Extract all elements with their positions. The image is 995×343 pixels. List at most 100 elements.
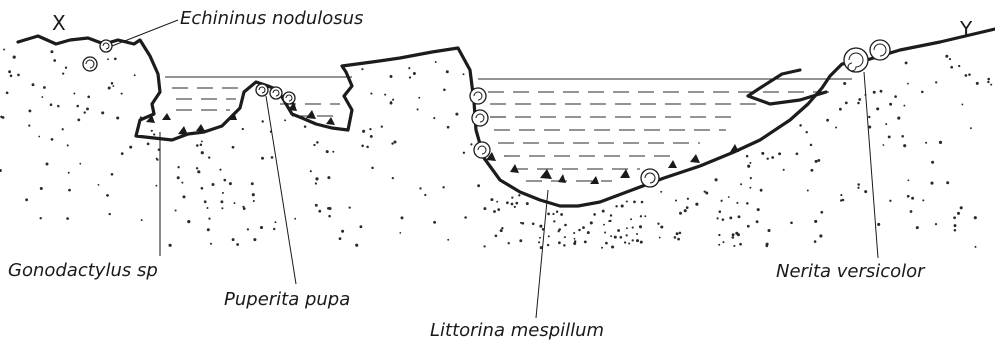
sand-grain: [835, 127, 837, 129]
sand-grain: [814, 240, 817, 243]
sand-grain: [315, 182, 317, 184]
sand-grain: [578, 229, 581, 232]
sand-grain: [514, 206, 516, 208]
sand-grain: [954, 229, 957, 232]
sand-grain: [814, 220, 817, 223]
sand-grain: [121, 152, 124, 155]
sand-grain: [747, 165, 750, 168]
sand-grain: [660, 191, 662, 193]
sand-grain: [526, 202, 529, 205]
sand-grain: [615, 205, 617, 207]
sand-grain: [820, 211, 823, 214]
barnacle: [558, 174, 566, 183]
leader-puperita: [266, 96, 296, 284]
sand-grain: [953, 216, 956, 219]
sand-grain: [880, 90, 883, 93]
sand-grain: [657, 223, 659, 225]
sand-grain: [746, 202, 749, 205]
sand-grain: [196, 144, 199, 147]
sand-grain: [976, 82, 979, 85]
sand-grain: [722, 241, 724, 243]
sand-grain: [153, 133, 155, 135]
sand-grain: [746, 155, 749, 158]
sand-grain: [355, 244, 358, 247]
sand-grain: [394, 141, 397, 144]
sand-grain: [362, 130, 365, 133]
sand-grain: [718, 234, 720, 236]
sand-grain: [602, 210, 605, 213]
sand-grain: [433, 117, 435, 119]
sand-grain: [57, 105, 60, 108]
sand-grain: [121, 93, 123, 95]
sand-grain: [284, 119, 286, 121]
sand-grain: [0, 169, 2, 172]
sand-grain: [208, 156, 210, 158]
sand-grain: [66, 217, 69, 220]
snail-shell: [100, 40, 112, 52]
sand-grain: [619, 236, 622, 239]
sand-grain: [25, 198, 28, 201]
sand-grain: [328, 215, 331, 218]
sand-grain: [13, 56, 16, 59]
sand-grain: [761, 152, 764, 155]
sand-grain: [116, 116, 119, 119]
sand-grain: [757, 208, 760, 211]
sand-grain: [974, 216, 977, 219]
sand-grain: [79, 163, 81, 165]
sand-grain: [370, 135, 373, 138]
sand-grain: [674, 236, 677, 239]
sand-grain: [911, 197, 914, 200]
sand-grain: [187, 220, 190, 223]
sand-grain: [28, 125, 30, 127]
sand-grain: [169, 244, 172, 247]
sand-grain: [261, 157, 264, 160]
sand-grain: [968, 73, 971, 76]
sand-grain: [630, 218, 632, 220]
sand-grain: [749, 162, 751, 164]
sand-grain: [564, 224, 567, 227]
sand-grain: [332, 151, 334, 153]
sand-grain: [221, 207, 223, 209]
sand-grain: [636, 239, 639, 242]
sand-grain: [399, 232, 401, 234]
sand-grain: [675, 199, 677, 201]
sand-grain: [957, 212, 960, 215]
leader-lines: [112, 20, 878, 318]
sand-grain: [819, 234, 822, 237]
sand-grain: [483, 245, 485, 247]
sand-grain: [234, 202, 236, 204]
sand-grain: [717, 217, 719, 219]
sand-grain: [925, 142, 927, 144]
sand-grain: [112, 85, 114, 87]
sand-grain: [939, 141, 942, 144]
sand-grain: [464, 216, 467, 219]
sand-grain: [728, 196, 730, 198]
sand-grain: [390, 102, 393, 105]
sand-grain: [584, 240, 587, 243]
sand-grain: [722, 218, 725, 221]
sand-grain: [67, 144, 69, 146]
sand-grain: [446, 70, 449, 73]
sand-grain: [611, 245, 614, 248]
sand-grain: [497, 208, 500, 211]
sand-grain: [857, 183, 860, 186]
sand-grain: [236, 243, 239, 246]
barnacle: [178, 126, 188, 135]
sand-grain: [151, 130, 153, 132]
sand-grain: [641, 201, 644, 204]
sand-grain: [790, 221, 793, 224]
sand-grain: [738, 215, 741, 218]
sand-grain: [975, 246, 977, 248]
snail-shell: [283, 92, 295, 104]
barnacle: [620, 169, 630, 178]
sand-grain: [369, 128, 371, 130]
sand-grain: [500, 229, 503, 232]
sand-grain: [903, 105, 905, 107]
sand-grain: [877, 223, 880, 226]
sand-grain: [639, 225, 642, 228]
sand-grain: [3, 49, 5, 51]
sand-grain: [201, 140, 203, 142]
sand-grain: [815, 160, 818, 163]
sand-grain: [315, 204, 318, 207]
sand-grain: [715, 178, 718, 181]
